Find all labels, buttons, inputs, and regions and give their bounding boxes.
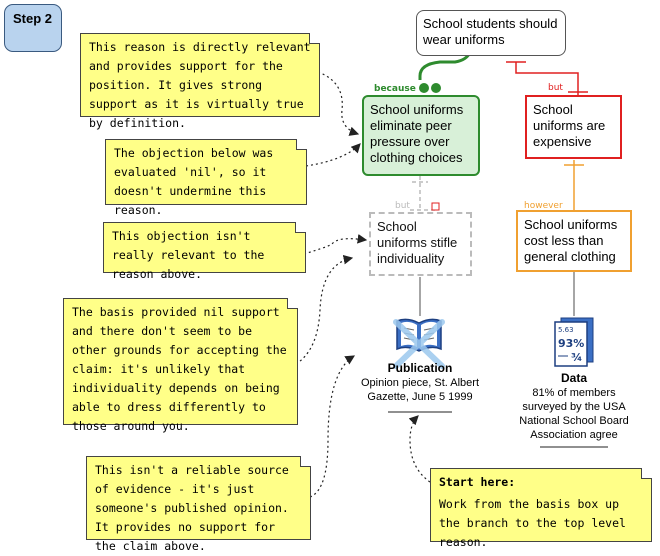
rebuttal-link [564,160,584,210]
reason-link [418,51,472,80]
publication-basis[interactable]: Publication Opinion piece, St. Albert Ga… [350,361,490,404]
publication-text: Opinion piece, St. Albert Gazette, June … [360,377,479,403]
note-objection-nil: The objection below was evaluated 'nil',… [105,139,307,217]
reason-dot-1 [419,83,429,93]
data-icon-number-1: 5.63 [558,326,574,334]
note-start-here: Start here: Work from the basis box up t… [430,468,652,549]
data-icon-number-2: 93% [558,337,584,350]
objection-link [506,61,588,95]
note5-arrow [309,355,356,498]
start-text: Work from the basis box up the branch to… [439,497,626,549]
note5-text: This isn't a reliable source of evidence… [95,463,289,553]
nil-marker [431,202,440,211]
reason-dot-2 [431,83,441,93]
start-title: Start here: [439,475,516,489]
note-objection-irrelevant: This objection isn't really relevant to … [103,222,306,281]
rebuttal-box[interactable]: School uniforms cost less than general c… [516,210,632,272]
step-badge: Step 2 [4,4,62,52]
data-text: 81% of members surveyed by the USA Natio… [519,387,629,441]
reason-tag: because [374,84,416,94]
claim-box[interactable]: School students should wear uniforms [416,10,566,56]
objection-box[interactable]: School uniforms are expensive [525,95,622,159]
note4-arrow [295,254,354,365]
start-arrow [408,415,431,483]
data-title: Data [560,371,587,385]
reason-box[interactable]: School uniforms eliminate peer pressure … [362,95,480,176]
note-reason-support: This reason is directly relevant and pro… [80,33,320,130]
note-basis-nil: The basis provided nil support and there… [63,298,298,433]
rebuttal-tag: however [524,201,563,211]
objection-tag: but [548,83,563,93]
cross-out-icon [393,319,445,369]
note1-arrow [317,71,360,136]
note-unreliable-source: This isn't a reliable source of evidence… [86,456,311,553]
data-basis[interactable]: Data 81% of members surveyed by the USA … [510,371,638,442]
objection-reason-box[interactable]: School uniforms stifle individuality [369,212,472,276]
objection-reason-tag: but [395,201,410,211]
publication-title: Publication [387,361,453,375]
data-document-icon: 5.63 93% ¾ [554,317,594,367]
data-icon-number-3: ¾ [571,351,582,364]
note2-arrow [305,143,361,167]
note3-arrow [303,234,368,255]
